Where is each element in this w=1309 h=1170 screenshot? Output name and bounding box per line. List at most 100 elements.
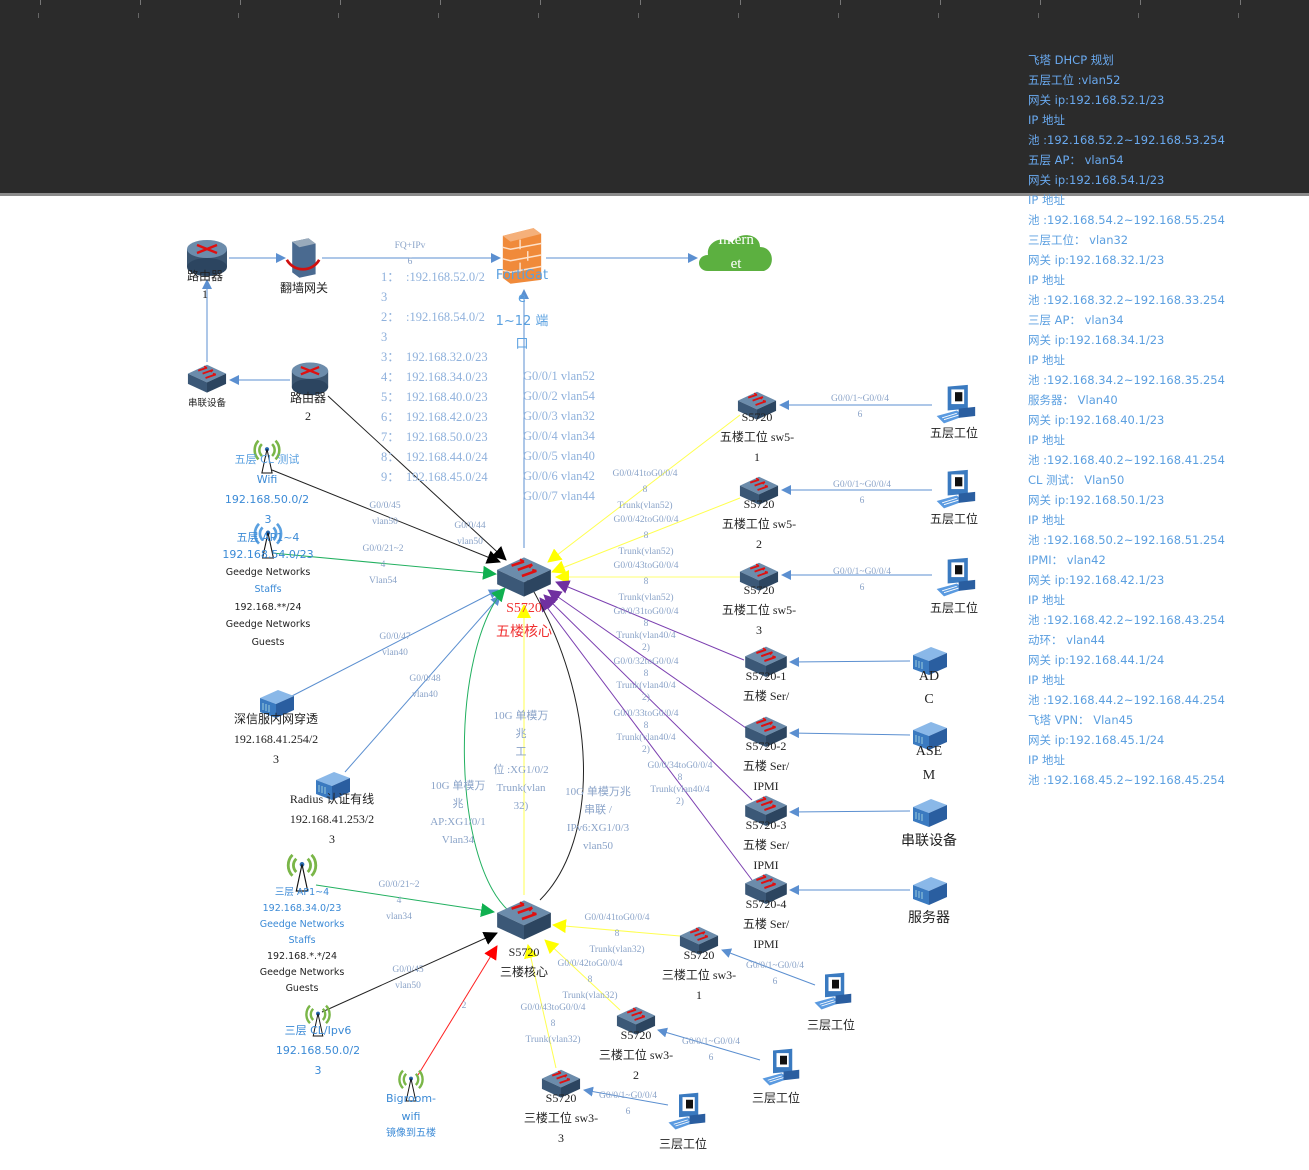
- srv-adc-label: C: [924, 692, 934, 707]
- link-label: 6: [772, 977, 778, 987]
- s5720-3-label: 五楼 Ser/: [742, 838, 790, 852]
- dhcp-line: 网关 ip:192.168.52.1/23: [1028, 93, 1165, 107]
- dhcp-line: IP 地址: [1028, 673, 1065, 687]
- link-s5720-4-to-core5: [539, 597, 753, 881]
- pc5-2-pc-icon[interactable]: [936, 469, 976, 509]
- dhcp-line: 池 :192.168.34.2~192.168.35.254: [1028, 373, 1225, 387]
- dhcp-line: 动环： vlan44: [1028, 633, 1106, 647]
- sw3-2-label: 三楼工位 sw3-: [598, 1048, 674, 1062]
- link-label: Trunk(vlan32): [525, 1035, 581, 1045]
- srv-adc-label: AD: [918, 669, 940, 684]
- radius-label: Radius 认证有线: [289, 792, 375, 806]
- pc5-1-label: 五层工位: [929, 426, 979, 440]
- core5-label: S5720: [506, 601, 542, 616]
- route-entry: 2： :192.168.54.0/2: [381, 310, 485, 324]
- link-label: Trunk(vlan32): [562, 991, 618, 1001]
- dhcp-line: 飞塔 DHCP 规划: [1028, 53, 1114, 67]
- link-radius-to-core5: [344, 595, 501, 773]
- link-label: vlan40: [382, 648, 408, 658]
- link-label: 6: [625, 1107, 631, 1117]
- route-entry: 3: [381, 330, 388, 344]
- pc3-1-pc-icon[interactable]: [814, 972, 852, 1010]
- pc5-1-pc-icon[interactable]: [936, 384, 976, 424]
- link-label: G0/0/33toG0/0/4: [613, 709, 679, 719]
- pc5-3-pc-icon[interactable]: [936, 557, 976, 597]
- link-label: G0/0/42toG0/0/4: [557, 959, 623, 969]
- link-label: G0/0/32toG0/0/4: [613, 657, 679, 667]
- sw3-1-label: 三楼工位 sw3-: [661, 968, 737, 982]
- link-s5720-1-to-core5: [555, 580, 745, 661]
- link-pc3-1-to-sw3-1: [721, 948, 816, 986]
- link-label: AP:XG1/0/1: [430, 816, 486, 828]
- dhcp-line: 池 :192.168.44.2~192.168.44.254: [1028, 693, 1225, 707]
- ap3-label: 192.168.*.*/24: [266, 951, 338, 962]
- srv-serial-server-icon[interactable]: [912, 798, 948, 828]
- route-entry: 6： 192.168.42.0/23: [381, 410, 488, 424]
- link-s5720-2-to-core5: [547, 589, 747, 729]
- link-label: vlan34: [386, 912, 412, 922]
- ap3-label: Staffs: [288, 935, 316, 946]
- link-pc3-2-to-sw3-2: [657, 1027, 761, 1061]
- link-s5720-3-to-core5: [543, 594, 753, 801]
- link-ap3-to-core3: [315, 884, 495, 917]
- sangfor-label: 192.168.41.254/2: [233, 732, 319, 746]
- link-sw3-2-to-core3: [544, 939, 621, 1011]
- ap5-label: Staffs: [254, 584, 282, 595]
- ap5-label: 3: [264, 513, 272, 526]
- s5720-1-label: S5720-1: [745, 669, 787, 683]
- link-label: 6: [708, 1053, 714, 1063]
- link-sw3-1-to-core3: [552, 919, 681, 937]
- ap-cl5-label: 五层 CL 测试: [234, 453, 300, 466]
- core3-switch-icon[interactable]: [495, 899, 553, 942]
- dhcp-line: 池 :192.168.45.2~192.168.45.254: [1028, 773, 1225, 787]
- ap-cl5-label: 192.168.50.0/2: [224, 493, 310, 506]
- dhcp-line: 飞塔 VPN： Vlan45: [1028, 713, 1134, 727]
- sw5-2-label: S5720: [743, 497, 775, 511]
- internet-label: Intern: [718, 232, 754, 248]
- gfw-label: 翻墙网关: [279, 281, 329, 295]
- link-label: 2): [676, 797, 684, 807]
- srv-serial-label: 串联设备: [901, 834, 957, 849]
- dhcp-line: 五层 AP： vlan54: [1028, 153, 1124, 167]
- link-label: FQ+IPv: [394, 241, 426, 251]
- dhcp-line: 网关 ip:192.168.40.1/23: [1028, 413, 1165, 427]
- s5720-3-label: S5720-3: [745, 818, 787, 832]
- dhcp-line: IP 地址: [1028, 353, 1065, 367]
- dhcp-line: 三层工位： vlan32: [1028, 233, 1129, 247]
- vlan-port-entry: G0/0/5 vlan40: [523, 449, 595, 463]
- ap3-label: Geedge Networks: [259, 967, 345, 978]
- route-entry: 5： 192.168.40.0/23: [381, 390, 488, 404]
- internet-label: et: [730, 256, 742, 272]
- link-sw5-1-to-core5: [547, 414, 741, 563]
- link-label: 兆: [515, 728, 527, 740]
- pc5-2-label: 五层工位: [929, 512, 979, 526]
- pc3-3-pc-icon[interactable]: [668, 1092, 706, 1130]
- dhcp-line: 池 :192.168.52.2~192.168.53.254: [1028, 133, 1225, 147]
- sw3-2-label: 2: [633, 1068, 639, 1082]
- srv-server-server-icon[interactable]: [912, 876, 948, 906]
- ap5-label: 五层 AP1~4: [236, 530, 300, 544]
- link-label: 8: [643, 721, 649, 731]
- router1-label: 路由器: [186, 269, 224, 283]
- sw3-3-label: S5720: [545, 1091, 577, 1105]
- link-label: 4: [396, 896, 402, 906]
- dhcp-line: 服务器： Vlan40: [1028, 393, 1118, 407]
- dhcp-line: IP 地址: [1028, 433, 1065, 447]
- link-label: 10G 单模万: [430, 780, 486, 792]
- dhcp-line: 池 :192.168.54.2~192.168.55.254: [1028, 213, 1225, 227]
- link-label: 8: [587, 975, 593, 985]
- link-label: 6: [859, 583, 865, 593]
- route-entry: 8： 192.168.44.0/24: [381, 450, 488, 464]
- s5720-4-label: S5720-4: [745, 897, 787, 911]
- srv-asem-label: M: [922, 768, 936, 783]
- link-label: 8: [643, 619, 649, 629]
- sw3-3-label: 三楼工位 sw3-: [523, 1111, 599, 1125]
- core5-switch-icon[interactable]: [495, 556, 553, 599]
- gfw-gateway-icon[interactable]: [285, 236, 321, 280]
- ap-cl3-label: 192.168.50.0/2: [275, 1044, 361, 1057]
- ap5-label: 192.168.**/24: [234, 601, 302, 613]
- pc3-2-pc-icon[interactable]: [762, 1048, 800, 1086]
- link-label: G0/0/45: [392, 965, 424, 975]
- serial-left-switch-icon[interactable]: [186, 363, 228, 394]
